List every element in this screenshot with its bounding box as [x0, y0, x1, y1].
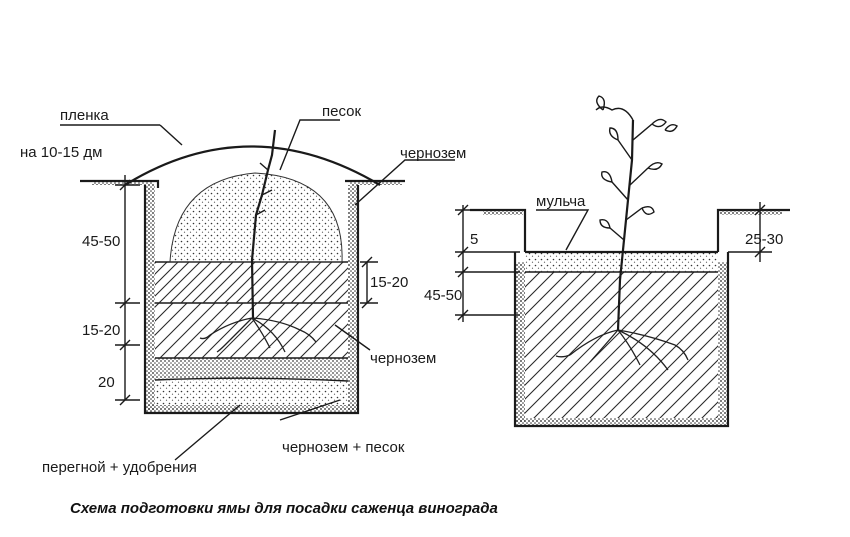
dim-rim-depth: 25-30 [745, 231, 783, 248]
dimension-lines-right [455, 202, 772, 322]
right-pit-diagram: мульча 5 45-50 25-30 [424, 95, 790, 428]
seedling-left [199, 129, 317, 353]
label-humus-fertilizer: перегной + удобрения [42, 459, 197, 476]
label-chernozem-sand: чернозем + песок [282, 439, 405, 456]
dim-top-layer: 15-20 [370, 274, 408, 291]
dim-mulch-depth: 5 [470, 231, 478, 248]
label-film: пленка [60, 107, 109, 124]
soil-fill-right [525, 272, 718, 418]
pit-walls-left [143, 185, 360, 415]
label-sand: песок [322, 103, 361, 120]
dim-middle-layer: 15-20 [82, 322, 120, 339]
label-mulch: мульча [536, 193, 586, 210]
dimension-lines-left [115, 175, 378, 406]
film-cover [124, 145, 381, 186]
label-chernozem-top: чернозем [400, 145, 466, 162]
dim-mound: 45-50 [82, 233, 120, 250]
dim-bottom-layer: 20 [98, 374, 115, 391]
dim-pit-depth: 45-50 [424, 287, 462, 304]
pit-wall-right [515, 262, 525, 422]
label-chernozem-mid: чернозем [370, 350, 436, 367]
left-pit-diagram: пленка на 10-15 дм песок чернозем черноз… [20, 103, 466, 476]
layer-chernozem-sand [155, 380, 348, 405]
diagram-caption: Схема подготовки ямы для посадки саженца… [70, 500, 498, 517]
label-film-height: на 10-15 дм [20, 144, 102, 161]
seedling-right [555, 95, 689, 371]
layer-chernozem-middle [155, 303, 348, 358]
layer-humus-fertilizer [155, 358, 348, 380]
